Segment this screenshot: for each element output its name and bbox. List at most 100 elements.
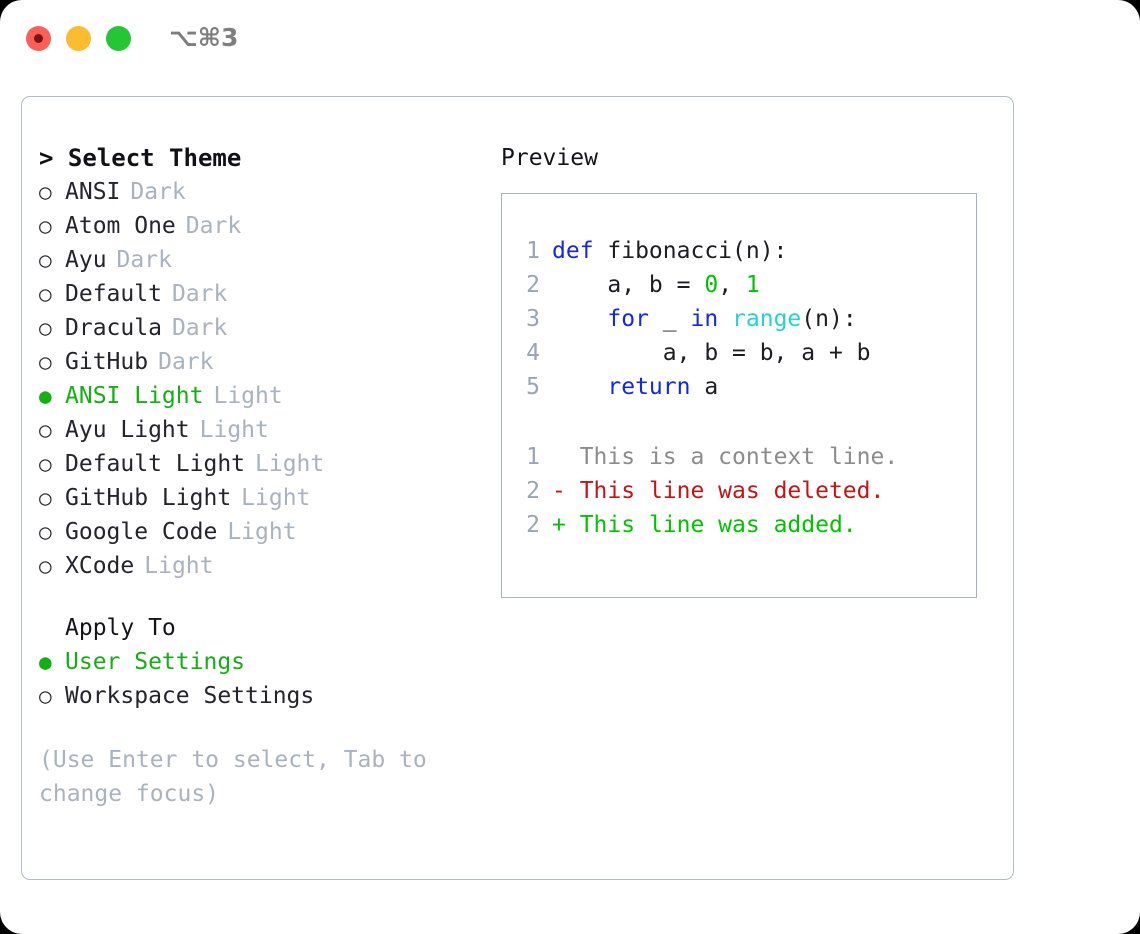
diff-marker: -: [552, 478, 580, 504]
theme-option-github[interactable]: ○ GitHub Dark: [39, 345, 469, 379]
radio-unselected-icon: ○: [39, 520, 52, 544]
diff-line-add: 2 + This line was added.: [516, 508, 976, 542]
code-line: 5 return a: [516, 370, 976, 404]
theme-option-kind: Dark: [171, 315, 228, 341]
apply-to-option-user-settings[interactable]: ● User Settings: [39, 645, 469, 679]
maximize-window-button[interactable]: [106, 26, 131, 51]
code-line-number: 1: [526, 238, 540, 264]
theme-option-xcode[interactable]: ○ XCode Light: [39, 549, 469, 583]
code-token: ,: [718, 272, 746, 298]
code-line-number: 4: [526, 340, 540, 366]
diff-sample: 1 This is a context line.2- This line wa…: [516, 440, 976, 542]
list-spacer: [39, 583, 469, 611]
diff-line-ctx: 1 This is a context line.: [516, 440, 976, 474]
theme-option-name: GitHub Light: [65, 485, 232, 511]
theme-option-name: ANSI: [65, 179, 121, 205]
code-token: in: [690, 306, 719, 332]
theme-option-kind: Light: [199, 417, 269, 443]
code-token: a, b = b, a + b: [552, 340, 871, 366]
code-token: [718, 306, 732, 332]
theme-option-kind: Light: [227, 519, 297, 545]
code-line-number: 2: [526, 272, 540, 298]
theme-option-kind: Dark: [116, 247, 172, 273]
code-line: 4 a, b = b, a + b: [516, 336, 976, 370]
theme-option-kind: Light: [213, 383, 283, 409]
code-token: (n):: [801, 306, 857, 332]
theme-option-name: GitHub: [65, 349, 149, 375]
theme-option-kind: Light: [144, 553, 214, 579]
keyboard-hint-text: (Use Enter to select, Tab to change focu…: [39, 747, 441, 807]
keyboard-shortcut-label: ⌥⌘3: [169, 23, 239, 52]
theme-option-name: XCode: [65, 553, 135, 579]
code-token: for: [607, 306, 649, 332]
diff-text: This line was added.: [579, 512, 857, 538]
radio-unselected-icon: ○: [39, 486, 52, 510]
diff-line-number: 2: [526, 512, 540, 538]
radio-unselected-icon: ○: [39, 418, 52, 442]
preview-heading: Preview: [501, 145, 598, 171]
code-line: 3 for _ in range(n):: [516, 302, 976, 336]
diff-line-number: 1: [526, 444, 540, 470]
theme-option-dracula[interactable]: ○ Dracula Dark: [39, 311, 469, 345]
code-token: [552, 374, 607, 400]
diff-line-del: 2- This line was deleted.: [516, 474, 976, 508]
radio-unselected-icon: ○: [39, 316, 52, 340]
diff-line-number: 2: [526, 478, 540, 504]
theme-option-github-light[interactable]: ○ GitHub Light Light: [39, 481, 469, 515]
diff-marker: [552, 444, 580, 470]
theme-option-kind: Light: [241, 485, 311, 511]
apply-to-option-workspace-settings[interactable]: ○ Workspace Settings: [39, 679, 469, 713]
minimize-window-button[interactable]: [66, 26, 91, 51]
code-line-number: 3: [526, 306, 540, 332]
radio-selected-icon: ●: [39, 384, 52, 408]
code-token: 0: [704, 272, 719, 298]
theme-option-kind: Dark: [158, 349, 214, 375]
radio-selected-icon: ●: [39, 650, 52, 674]
code-diff-gap: [516, 404, 976, 440]
theme-option-name: Google Code: [65, 519, 218, 545]
diff-text: This is a context line.: [579, 444, 899, 470]
diff-text: This line was deleted.: [579, 478, 885, 504]
theme-option-name: Default Light: [65, 451, 246, 477]
apply-to-heading: Apply To: [65, 615, 176, 641]
apply-to-option-name: User Settings: [65, 649, 246, 675]
code-token: a, b =: [552, 272, 705, 298]
theme-option-name: Dracula: [65, 315, 162, 341]
apply-to-option-name: Workspace Settings: [65, 683, 315, 709]
code-token: fibonacci(n):: [593, 238, 788, 264]
theme-option-name: Default: [65, 281, 162, 307]
theme-option-google-code[interactable]: ○ Google Code Light: [39, 515, 469, 549]
theme-option-ansi-light[interactable]: ● ANSI Light Light: [39, 379, 469, 413]
radio-unselected-icon: ○: [39, 684, 52, 708]
radio-unselected-icon: ○: [39, 350, 52, 374]
code-token: [552, 306, 607, 332]
radio-unselected-icon: ○: [39, 180, 52, 204]
close-window-button[interactable]: [26, 26, 51, 51]
radio-unselected-icon: ○: [39, 282, 52, 306]
code-line-number: 5: [526, 374, 540, 400]
title-bar: ⌥⌘3: [0, 0, 1140, 78]
radio-unselected-icon: ○: [39, 554, 52, 578]
theme-option-name: ANSI Light: [65, 383, 204, 409]
code-line: 2 a, b = 0, 1: [516, 268, 976, 302]
theme-option-kind: Light: [255, 451, 325, 477]
radio-unselected-icon: ○: [39, 248, 52, 272]
code-token: 1: [745, 272, 760, 298]
apply-to-list[interactable]: ● User Settings ○ Workspace Settings: [39, 645, 469, 713]
diff-marker: +: [552, 512, 580, 538]
code-token: return: [607, 374, 691, 400]
theme-option-kind: Dark: [185, 213, 242, 239]
